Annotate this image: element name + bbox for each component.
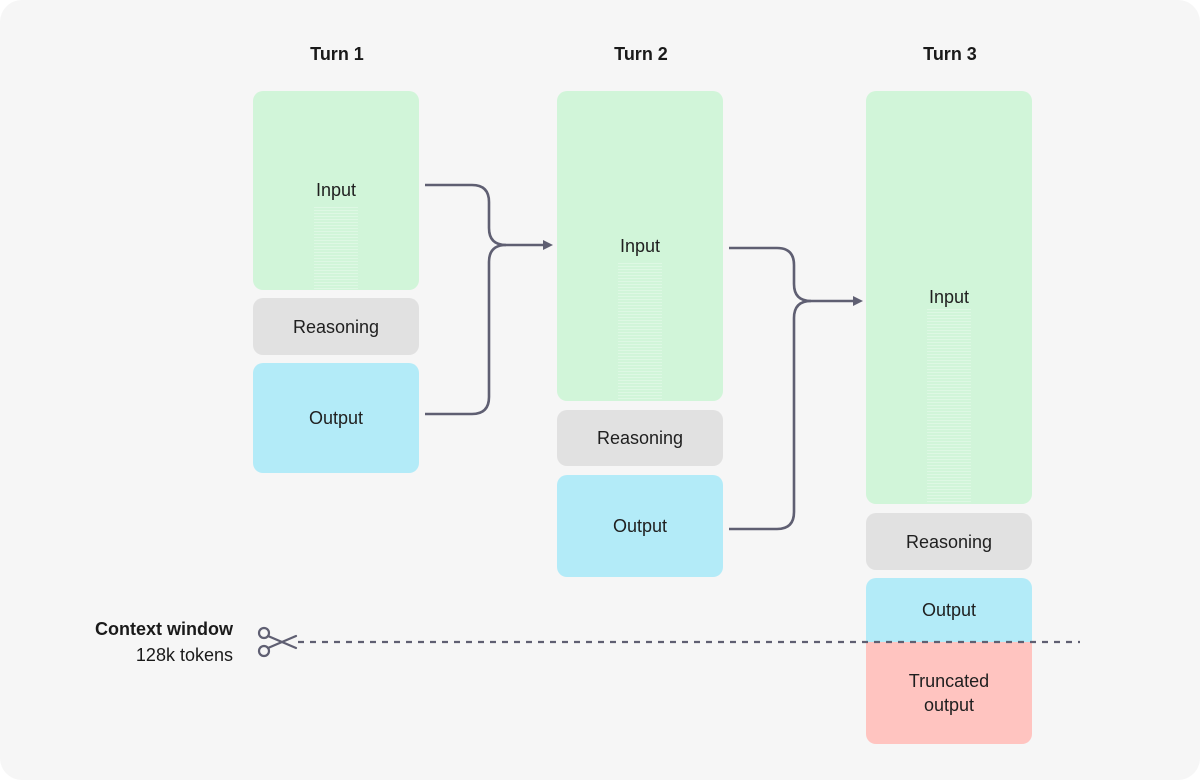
- turn-1-reasoning-label: Reasoning: [292, 316, 380, 337]
- turn-3-truncated-label: Truncated output: [908, 671, 990, 715]
- turn-2-input-label: Input: [619, 236, 661, 256]
- turn-3-title: Turn 3: [923, 44, 977, 64]
- turn-3-input-block: Input: [866, 91, 1032, 504]
- context-window-tokens: 128k tokens: [135, 645, 233, 665]
- input-texture: [314, 207, 358, 290]
- turn-2-input-block: Input: [557, 91, 723, 401]
- turn-1-title: Turn 1: [310, 44, 364, 64]
- turn-1-output-block: Output: [253, 363, 419, 473]
- connector-turn1-output-to-turn2: [425, 243, 507, 416]
- turn-3-output-label: Output: [921, 600, 977, 620]
- context-window-title: Context window: [95, 619, 233, 639]
- turn-3-reasoning-block: Reasoning: [866, 513, 1032, 570]
- connector-turn1-input-to-turn2: [425, 183, 553, 250]
- turn-2-output-block: Output: [557, 475, 723, 577]
- turn-1-output-label: Output: [308, 408, 364, 428]
- turn-2-reasoning-label: Reasoning: [596, 428, 684, 448]
- turn-3-truncated-output-block: Truncated output: [866, 642, 1032, 744]
- turn-1-input-block: Input: [253, 91, 419, 290]
- turn-2-title: Turn 2: [614, 44, 668, 64]
- turn-1-input-label: Input: [315, 179, 357, 200]
- turn-1-reasoning-block: Reasoning: [253, 298, 419, 355]
- connector-turn2-output-to-turn3: [729, 299, 812, 531]
- turn-2-reasoning-block: Reasoning: [557, 410, 723, 466]
- turn-3-output-block: Output: [866, 578, 1032, 642]
- input-texture: [618, 263, 662, 401]
- connector-turn2-input-to-turn3: [729, 246, 863, 306]
- turn-3-reasoning-label: Reasoning: [905, 531, 993, 552]
- input-texture: [927, 309, 971, 504]
- turn-3-input-label: Input: [928, 286, 970, 307]
- turn-2-output-label: Output: [612, 516, 668, 536]
- scissors-icon: [257, 626, 298, 658]
